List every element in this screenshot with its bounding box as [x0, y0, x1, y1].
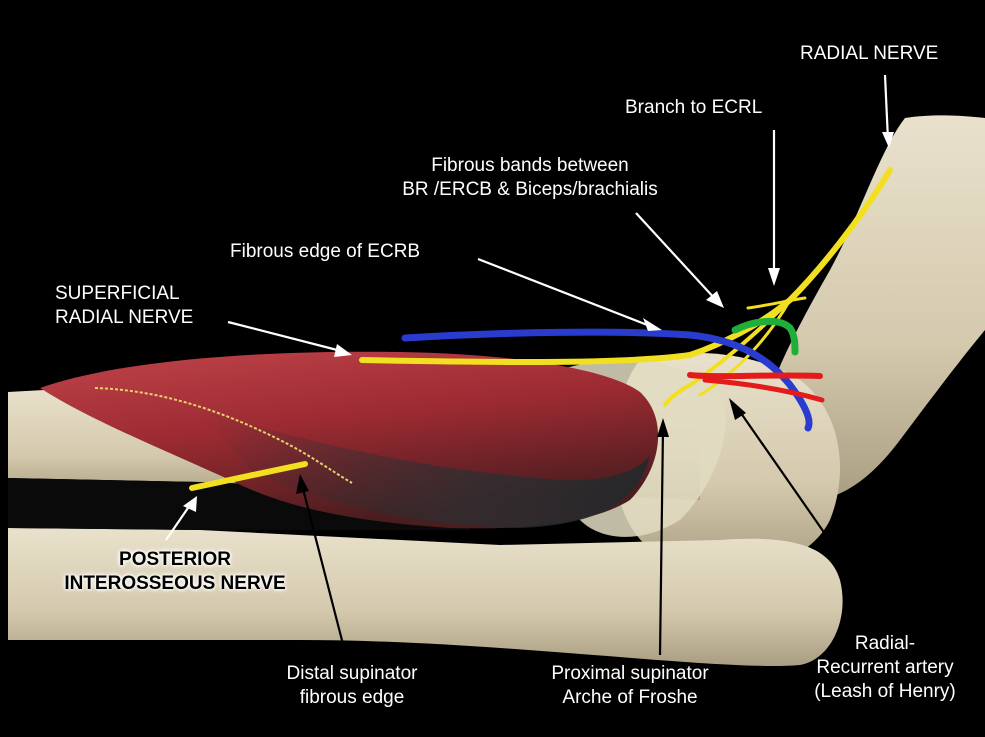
label-superficial-line2: RADIAL NERVE — [55, 306, 193, 330]
label-fibrous-bands-line2: BR /ERCB & Biceps/brachialis — [360, 178, 700, 202]
label-fibrous-bands-line1: Fibrous bands between — [360, 154, 700, 178]
label-distal-line2: fibrous edge — [262, 686, 442, 710]
label-radial-rec-line3: (Leash of Henry) — [790, 680, 980, 704]
label-radial-rec-line1: Radial- — [790, 632, 980, 656]
label-fibrous-bands: Fibrous bands between BR /ERCB & Biceps/… — [360, 154, 700, 202]
label-radial-nerve: RADIAL NERVE — [800, 42, 938, 66]
label-proximal-line2: Arche of Froshe — [525, 686, 735, 710]
label-superficial-line1: SUPERFICIAL — [55, 282, 193, 306]
label-superficial-radial-nerve: SUPERFICIAL RADIAL NERVE — [55, 282, 193, 330]
label-posterior-interosseous-nerve: POSTERIOR INTEROSSEOUS NERVE — [35, 548, 315, 596]
label-proximal-supinator: Proximal supinator Arche of Froshe — [525, 662, 735, 710]
label-branch-ecrl: Branch to ECRL — [625, 96, 762, 120]
label-branch-ecrl-text: Branch to ECRL — [625, 96, 762, 120]
label-distal-line1: Distal supinator — [262, 662, 442, 686]
label-fibrous-edge-ecrb-text: Fibrous edge of ECRB — [230, 240, 420, 264]
label-fibrous-edge-ecrb: Fibrous edge of ECRB — [230, 240, 420, 264]
label-posterior-line1: POSTERIOR — [35, 548, 315, 572]
radial-recurrent-red-line — [690, 375, 820, 376]
label-radial-recurrent-artery: Radial- Recurrent artery (Leash of Henry… — [790, 632, 980, 704]
label-radial-nerve-text: RADIAL NERVE — [800, 42, 938, 66]
label-posterior-line2: INTEROSSEOUS NERVE — [35, 572, 315, 596]
label-distal-supinator: Distal supinator fibrous edge — [262, 662, 442, 710]
label-proximal-line1: Proximal supinator — [525, 662, 735, 686]
label-radial-rec-line2: Recurrent artery — [790, 656, 980, 680]
